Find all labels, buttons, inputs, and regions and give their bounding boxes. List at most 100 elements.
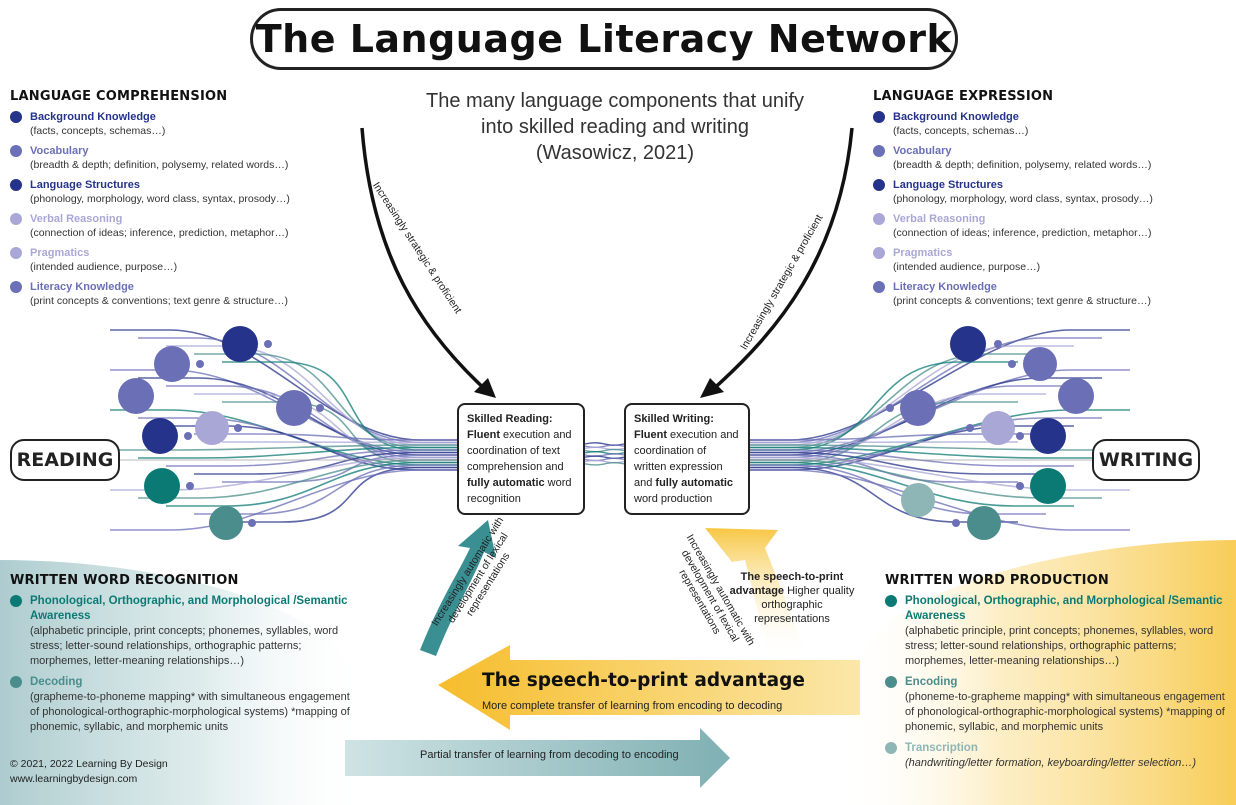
le-item-desc: (breadth & depth; definition, polysemy, … [893, 159, 1152, 171]
speech-to-print-small-text: Higher quality orthographic representati… [754, 585, 855, 625]
skilled-reading-title: Skilled Reading: [467, 413, 553, 425]
lc-item-name: Verbal Reasoning [30, 213, 123, 225]
footer: © 2021, 2022 Learning By Design www.lear… [10, 757, 168, 787]
wwp-item-awareness: Phonological, Orthographic, and Morpholo… [885, 594, 1225, 669]
network-strand [750, 454, 1018, 483]
wwr-item-awareness: Phonological, Orthographic, and Morpholo… [10, 594, 360, 669]
skilled-reading-text1: execution and coordination of text compr… [467, 429, 572, 473]
lc-dot [10, 111, 22, 123]
lc-item-background-knowledge: Background Knowledge (facts, concepts, s… [10, 110, 350, 138]
le-dot [873, 281, 885, 293]
lc-item-desc: (print concepts & conventions; text genr… [30, 295, 288, 307]
network-node-small [248, 519, 256, 527]
le-item-desc: (connection of ideas; inference, predict… [893, 227, 1152, 239]
network-nodes [118, 326, 1094, 540]
network-node-small [196, 360, 204, 368]
lc-item-name: Pragmatics [30, 247, 90, 259]
le-item-vocabulary: Vocabulary (breadth & depth; definition,… [873, 144, 1223, 172]
written-word-production-heading: WRITTEN WORD PRODUCTION [885, 573, 1109, 588]
speech-to-print-title: The speech-to-print advantage [482, 670, 805, 691]
wwr-item-name: Decoding [30, 676, 83, 688]
wwr-item-desc: (alphabetic principle, print concepts; p… [30, 625, 339, 667]
le-item-name: Pragmatics [893, 247, 953, 259]
network-strands [110, 329, 1130, 531]
language-comprehension-panel: LANGUAGE COMPREHENSION Background Knowle… [10, 90, 350, 314]
lc-item-desc: (phonology, morphology, word class, synt… [30, 193, 290, 205]
yellow-up-arrow [705, 528, 808, 660]
lc-dot [10, 247, 22, 259]
le-item-name: Vocabulary [893, 145, 952, 157]
speech-to-print-subtitle: More complete transfer of learning from … [482, 700, 783, 712]
network-node-small [1008, 360, 1016, 368]
le-dot [873, 145, 885, 157]
wwp-item-name: Phonological, Orthographic, and Morpholo… [905, 595, 1223, 622]
wwr-item-name: Phonological, Orthographic, and Morpholo… [30, 595, 348, 622]
le-dot [873, 179, 885, 191]
network-node-small [264, 340, 272, 348]
network-strand [584, 444, 625, 449]
lc-item-verbal-reasoning: Verbal Reasoning (connection of ideas; i… [10, 212, 350, 240]
network-node [209, 506, 243, 540]
speech-to-print-small: The speech-to-print advantage Higher qua… [728, 570, 856, 626]
subtitle: The many language components that unify … [380, 88, 850, 166]
production-wash [840, 540, 1236, 805]
skilled-writing-bold2: fully automatic [655, 477, 734, 489]
le-item-verbal-reasoning: Verbal Reasoning (connection of ideas; i… [873, 212, 1223, 240]
le-item-desc: (facts, concepts, schemas…) [893, 125, 1029, 137]
network-strand [750, 446, 1102, 459]
skilled-reading-text2: word recognition [467, 477, 572, 505]
network-node [1030, 418, 1066, 454]
network-node [1023, 347, 1057, 381]
partial-transfer-arrow [345, 728, 730, 788]
lc-item-vocabulary: Vocabulary (breadth & depth; definition,… [10, 144, 350, 172]
skilled-writing-text1: execution and coordination of written ex… [634, 429, 739, 489]
network-strand [194, 464, 458, 515]
written-word-recognition-panel: WRITTEN WORD RECOGNITION Phonological, O… [10, 574, 360, 741]
network-strand [584, 457, 625, 462]
lc-item-desc: (breadth & depth; definition, polysemy, … [30, 159, 289, 171]
wwr-dot [10, 595, 22, 607]
network-node [967, 506, 1001, 540]
network-node-small [186, 482, 194, 490]
language-expression-panel: LANGUAGE EXPRESSION Background Knowledge… [873, 90, 1223, 314]
network-node-small [1016, 432, 1024, 440]
le-item-name: Language Structures [893, 179, 1004, 191]
network-node-small [966, 424, 974, 432]
network-node-small [1016, 482, 1024, 490]
le-dot [873, 247, 885, 259]
wwp-dot [885, 742, 897, 754]
le-item-desc: (phonology, morphology, word class, synt… [893, 193, 1153, 205]
lc-item-desc: (connection of ideas; inference, predict… [30, 227, 289, 239]
le-item-literacy-knowledge: Literacy Knowledge (print concepts & con… [873, 280, 1223, 308]
network-strand [584, 446, 625, 451]
le-item-pragmatics: Pragmatics (intended audience, purpose…) [873, 246, 1223, 274]
network-strand [138, 446, 458, 459]
network-node [222, 326, 258, 362]
network-strand [750, 433, 1046, 441]
partial-transfer-text: Partial transfer of learning from decodi… [420, 749, 679, 761]
network-strand [194, 451, 458, 475]
subtitle-line: The many language components that unify [425, 90, 805, 112]
le-item-language-structures: Language Structures (phonology, morpholo… [873, 178, 1223, 206]
network-node [900, 390, 936, 426]
network-node [195, 411, 229, 445]
speech-to-print-small-bold: The speech-to-print advantage [729, 571, 844, 597]
wwp-item-name: Transcription [905, 742, 978, 754]
wwp-item-desc: (phoneme-to-grapheme mapping* with simul… [905, 691, 1225, 733]
skilled-writing-bold1: Fluent [634, 429, 667, 441]
skilled-reading-box: Skilled Reading: Fluent execution and co… [457, 403, 585, 515]
network-strand [750, 459, 1102, 499]
network-strand [166, 461, 458, 507]
network-node [901, 483, 935, 517]
network-node [154, 346, 190, 382]
written-word-recognition-heading: WRITTEN WORD RECOGNITION [10, 573, 239, 588]
network-strand [584, 448, 625, 453]
network-strand [750, 449, 1074, 467]
skilled-writing-box: Skilled Writing: Fluent execution and co… [624, 403, 750, 515]
reading-label: READING [10, 439, 120, 481]
skilled-writing-title: Skilled Writing: [634, 413, 714, 425]
wwp-item-desc: (handwriting/letter formation, keyboardi… [905, 757, 1197, 769]
language-comprehension-heading: LANGUAGE COMPREHENSION [10, 89, 228, 104]
network-strand [166, 449, 458, 467]
